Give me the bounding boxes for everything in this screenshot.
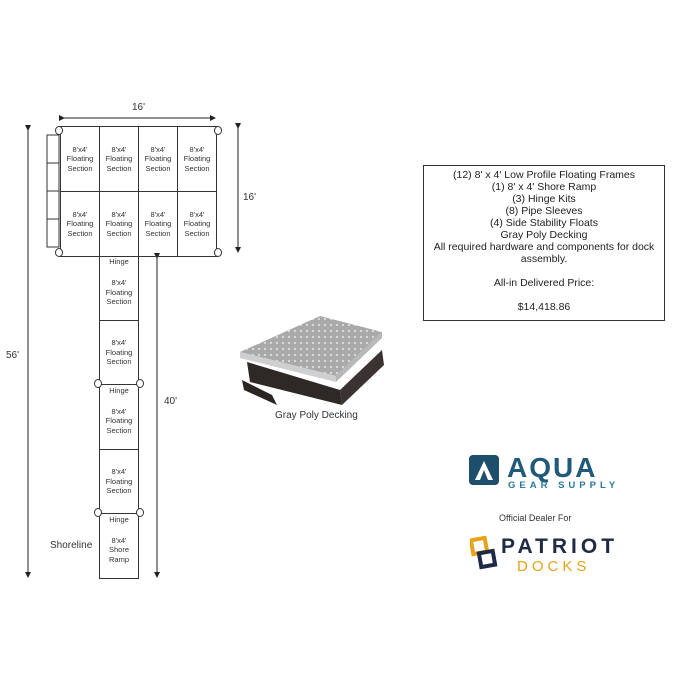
pipe-sleeve-icon (136, 508, 144, 517)
info-line: (3) Hinge Kits (512, 193, 576, 205)
info-line: All required hardware and components for… (433, 241, 655, 265)
hinge-label: Hinge (109, 515, 129, 524)
hinge-label: Hinge (109, 257, 129, 266)
dock-product-image (240, 316, 384, 405)
shoreline-label: Shoreline (50, 540, 93, 551)
package-info-box: (12) 8' x 4' Low Profile Floating Frames… (423, 165, 665, 321)
product-caption: Gray Poly Decking (275, 410, 358, 421)
top-width-dimension: 16' (132, 102, 146, 113)
dealer-text: Official Dealer For (499, 513, 572, 523)
info-line: (1) 8' x 4' Shore Ramp (491, 181, 597, 193)
pipe-sleeve-icon (214, 248, 222, 257)
hinge-label: Hinge (109, 386, 129, 395)
price-value: $14,418.86 (517, 301, 571, 313)
info-line: (12) 8' x 4' Low Profile Floating Frames (453, 169, 635, 181)
right-height-dimension: 16' (243, 192, 257, 203)
pipe-sleeve-icon (94, 379, 102, 388)
patriot-logo-icon (470, 536, 498, 570)
aqua-logo-icon (469, 455, 499, 485)
patriot-subtitle: DOCKS (517, 558, 591, 575)
pipe-sleeve-icon (136, 379, 144, 388)
pipe-sleeve-icon (55, 248, 63, 257)
info-line: (4) Side Stability Floats (490, 217, 598, 229)
info-line: Gray Poly Decking (500, 229, 588, 241)
walkway-length-dimension: 40' (164, 396, 178, 407)
total-length-dimension: 56' (6, 350, 20, 361)
aqua-wordmark: AQUA (507, 452, 598, 483)
aqua-subtitle: GEAR SUPPLY (508, 480, 620, 491)
pipe-sleeve-icon (214, 126, 222, 135)
price-label: All-in Delivered Price: (493, 277, 595, 289)
pipe-sleeve-icon (55, 126, 63, 135)
pipe-sleeve-icon (94, 508, 102, 517)
patriot-wordmark: PATRIOT (501, 535, 619, 558)
info-line: (8) Pipe Sleeves (505, 205, 583, 217)
